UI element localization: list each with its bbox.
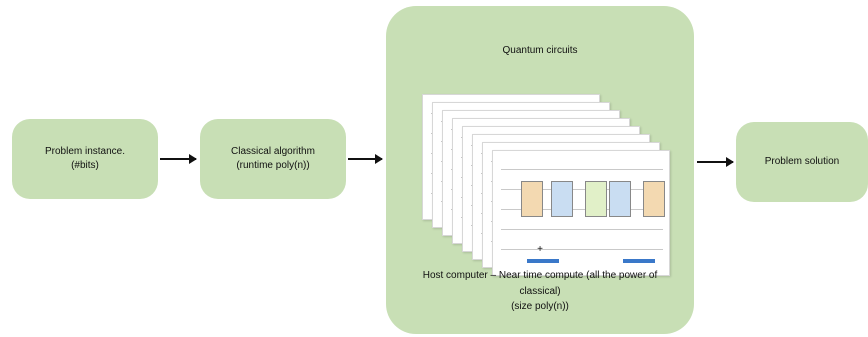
host-computer-text: Host computer – Near time compute (all t… — [402, 268, 678, 315]
gate-block — [609, 181, 631, 217]
problem-solution-label: Problem solution — [764, 155, 840, 167]
quantum-circuits-title: Quantum circuits — [502, 45, 578, 56]
gate-block — [521, 181, 543, 217]
circuit-slide — [492, 150, 670, 276]
gate-block — [643, 181, 665, 217]
circuit-label-tag — [623, 259, 655, 263]
classical-algorithm-label: Classical algorithm — [231, 145, 315, 157]
host-line-1: Host computer – Near time compute (all t… — [422, 270, 658, 281]
problem-instance-box: Problem instance. (#bits) — [12, 119, 158, 199]
problem-solution-box: Problem solution — [736, 122, 868, 202]
quantum-host-box: Quantum circuits + Host computer – Near … — [386, 6, 694, 334]
plus-sign: + — [537, 244, 543, 255]
circuit-label-tag — [527, 259, 559, 263]
host-line-2: classical) — [519, 285, 561, 297]
problem-instance-sublabel: (#bits) — [71, 160, 99, 171]
gate-block — [585, 181, 607, 217]
arrow-quantum-to-solution — [697, 157, 734, 167]
classical-algorithm-sublabel: (runtime poly(n)) — [236, 160, 310, 171]
problem-instance-label: Problem instance. — [44, 145, 126, 157]
host-line-3: (size poly(n)) — [511, 301, 569, 312]
arrow-classical-to-quantum — [348, 154, 383, 164]
classical-algorithm-box: Classical algorithm (runtime poly(n)) — [200, 119, 346, 199]
arrow-instance-to-classical — [160, 154, 197, 164]
gate-block — [551, 181, 573, 217]
